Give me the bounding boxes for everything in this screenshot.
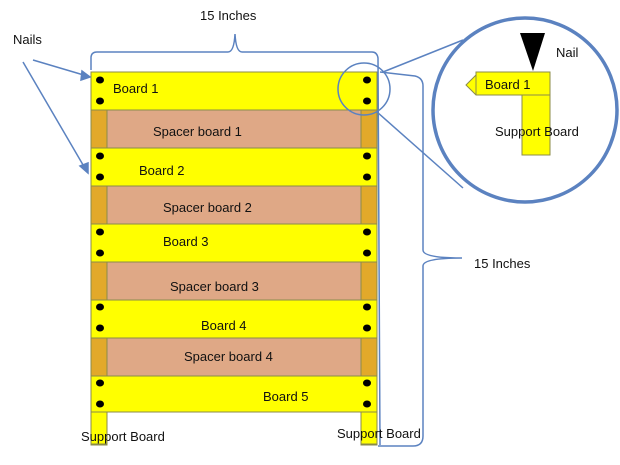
board-3 bbox=[90, 223, 378, 263]
detail-support-label: Support Board bbox=[495, 124, 579, 139]
nail-icon bbox=[363, 152, 371, 160]
nail-icon bbox=[363, 400, 371, 408]
board-1-label: Board 1 bbox=[113, 81, 159, 96]
board-2 bbox=[90, 147, 378, 187]
nail-icon bbox=[363, 379, 371, 387]
detail-board-label: Board 1 bbox=[485, 77, 531, 92]
nail-icon bbox=[96, 97, 104, 105]
nail-icon bbox=[96, 173, 104, 181]
spacer-board-4-label: Spacer board 4 bbox=[184, 349, 273, 364]
nail-icon bbox=[363, 324, 371, 332]
nail-icon bbox=[96, 152, 104, 160]
board-2-label: Board 2 bbox=[139, 163, 185, 178]
nails-label: Nails bbox=[13, 32, 42, 47]
spacer-board-2-label: Spacer board 2 bbox=[163, 200, 252, 215]
support-board-right-label: Support Board bbox=[337, 426, 421, 441]
nail-icon bbox=[363, 173, 371, 181]
side-dimension-brace bbox=[378, 71, 463, 447]
nail-icon bbox=[96, 228, 104, 236]
callout-line-bottom bbox=[376, 111, 464, 189]
board-3-label: Board 3 bbox=[163, 234, 209, 249]
board-4-label: Board 4 bbox=[201, 318, 247, 333]
side-dimension-label: 15 Inches bbox=[474, 256, 531, 271]
nail-icon bbox=[363, 97, 371, 105]
nail-icon bbox=[96, 249, 104, 257]
top-dimension-label: 15 Inches bbox=[200, 8, 257, 23]
nails-arrows bbox=[22, 59, 92, 175]
board-5-label: Board 5 bbox=[263, 389, 309, 404]
nail-icon bbox=[96, 303, 104, 311]
nail-icon bbox=[363, 228, 371, 236]
detail-nail-icon bbox=[520, 33, 545, 71]
support-board-left-label: Support Board bbox=[81, 429, 165, 444]
nail-icon bbox=[96, 379, 104, 387]
callout-line-top bbox=[382, 39, 464, 73]
spacer-board-1 bbox=[106, 109, 362, 149]
spacer-board-1-label: Spacer board 1 bbox=[153, 124, 242, 139]
board-4 bbox=[90, 299, 378, 339]
detail-nail-label: Nail bbox=[556, 45, 579, 60]
nail-icon bbox=[96, 324, 104, 332]
nail-icon bbox=[363, 76, 371, 84]
board-1 bbox=[90, 71, 378, 111]
nail-icon bbox=[96, 400, 104, 408]
spacer-board-3-label: Spacer board 3 bbox=[170, 279, 259, 294]
nail-icon bbox=[363, 249, 371, 257]
nails bbox=[96, 76, 371, 408]
board-5 bbox=[90, 375, 378, 413]
nail-icon bbox=[96, 76, 104, 84]
callout-focus-circle bbox=[337, 62, 391, 116]
top-dimension-brace bbox=[90, 33, 381, 446]
nail-icon bbox=[363, 303, 371, 311]
